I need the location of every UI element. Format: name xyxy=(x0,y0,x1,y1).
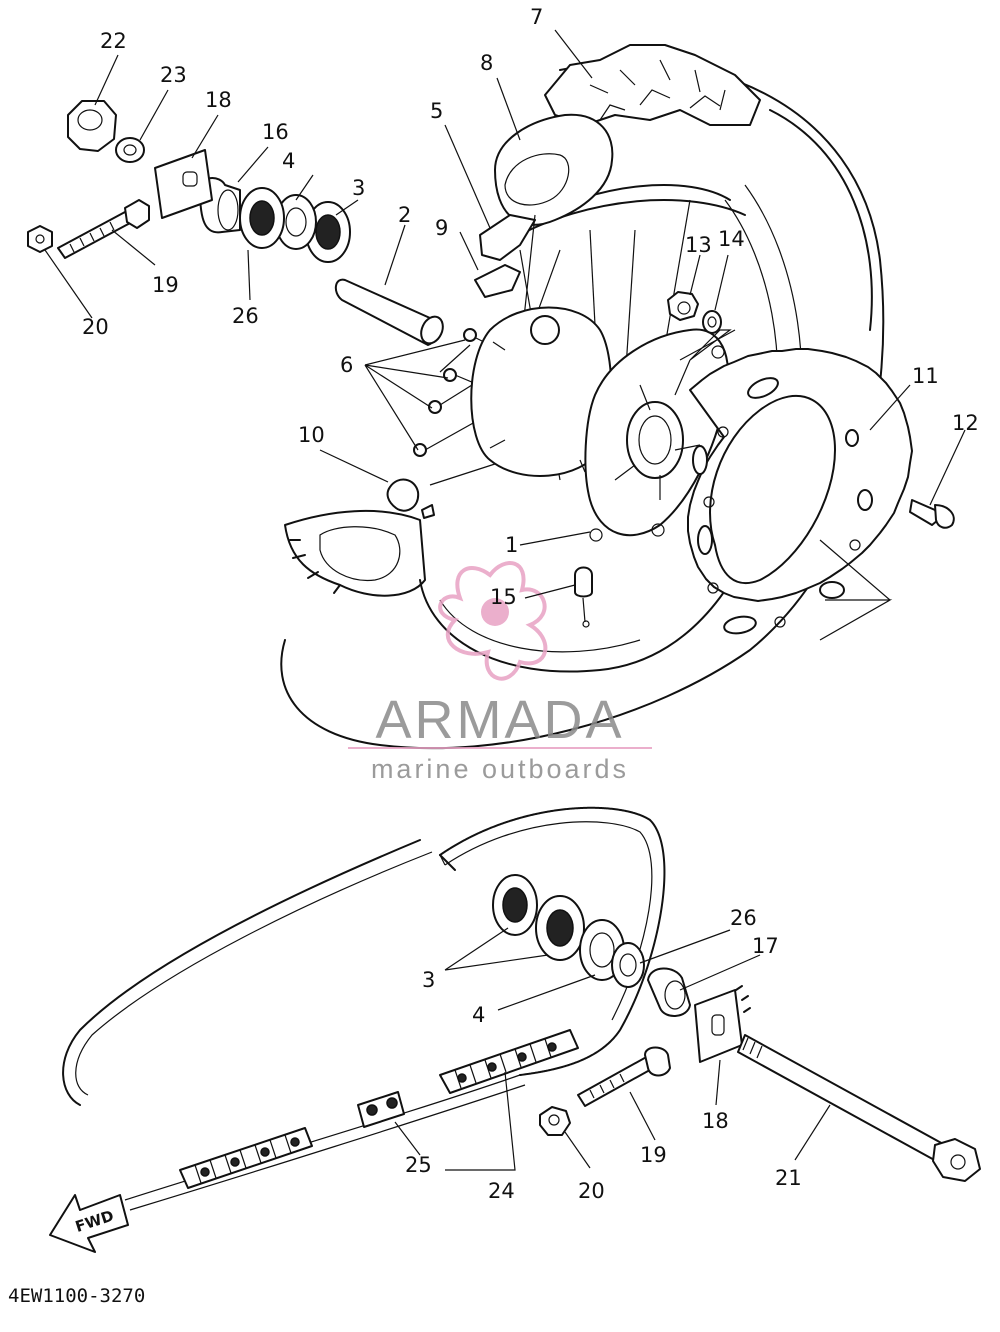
callout-18-lower: 18 xyxy=(702,1109,729,1133)
callout-6: 6 xyxy=(340,353,353,377)
rear-sprocket xyxy=(687,348,913,635)
armada-watermark: ARMADA marine outboards xyxy=(348,561,652,784)
callout-15: 15 xyxy=(490,585,517,609)
callout-19-lower: 19 xyxy=(640,1143,667,1167)
callout-11: 11 xyxy=(912,364,939,388)
callout-7: 7 xyxy=(530,5,543,29)
callout-26-upper: 26 xyxy=(232,304,259,328)
callout-3-lower: 3 xyxy=(422,968,435,992)
callout-23: 23 xyxy=(160,63,187,87)
upper-adjuster-hardware xyxy=(27,100,213,259)
callout-20-lower: 20 xyxy=(578,1179,605,1203)
callout-12: 12 xyxy=(952,411,979,435)
callout-5: 5 xyxy=(430,99,443,123)
spoke-nipples xyxy=(413,328,477,457)
fwd-arrow: FWD xyxy=(49,1194,129,1253)
callout-14: 14 xyxy=(718,227,745,251)
chain-segments xyxy=(179,1029,579,1189)
diagram-code: 4EW1100-3270 xyxy=(8,1285,145,1307)
rear-tire xyxy=(280,44,885,750)
axle-collar xyxy=(334,278,444,346)
valve-cap-and-weight xyxy=(386,478,593,628)
callout-21: 21 xyxy=(775,1166,802,1190)
callout-3-upper: 3 xyxy=(352,176,365,200)
sprocket-nut-and-washer xyxy=(667,291,722,334)
callout-4-lower: 4 xyxy=(472,1003,485,1027)
callout-18-upper: 18 xyxy=(205,88,232,112)
callout-24: 24 xyxy=(488,1179,515,1203)
callout-17: 17 xyxy=(752,934,779,958)
callout-1: 1 xyxy=(505,533,518,557)
watermark-subtitle: marine outboards xyxy=(371,754,629,784)
callout-25: 25 xyxy=(405,1153,432,1177)
callout-13: 13 xyxy=(685,233,712,257)
callout-4-upper: 4 xyxy=(282,149,295,173)
callout-2: 2 xyxy=(398,203,411,227)
lower-axle-hardware xyxy=(539,985,981,1182)
callout-26-lower: 26 xyxy=(730,906,757,930)
rim-and-tube xyxy=(474,113,746,298)
callout-20-upper: 20 xyxy=(82,315,109,339)
drive-chain-loop xyxy=(62,806,666,1211)
callout-10: 10 xyxy=(298,423,325,447)
watermark-title: ARMADA xyxy=(375,690,624,750)
callout-22: 22 xyxy=(100,29,127,53)
callout-9: 9 xyxy=(435,216,448,240)
callout-19-upper: 19 xyxy=(152,273,179,297)
callout-8: 8 xyxy=(480,51,493,75)
hub-bearings xyxy=(199,177,351,263)
callout-16: 16 xyxy=(262,120,289,144)
leader-lines xyxy=(44,29,966,1171)
lower-bearings xyxy=(492,874,691,1017)
rear-hub xyxy=(470,306,730,542)
callout-labels: 1 2 3 3 4 4 5 6 7 8 9 10 11 12 13 14 15 … xyxy=(82,5,979,1203)
sprocket-bolt xyxy=(909,499,955,529)
